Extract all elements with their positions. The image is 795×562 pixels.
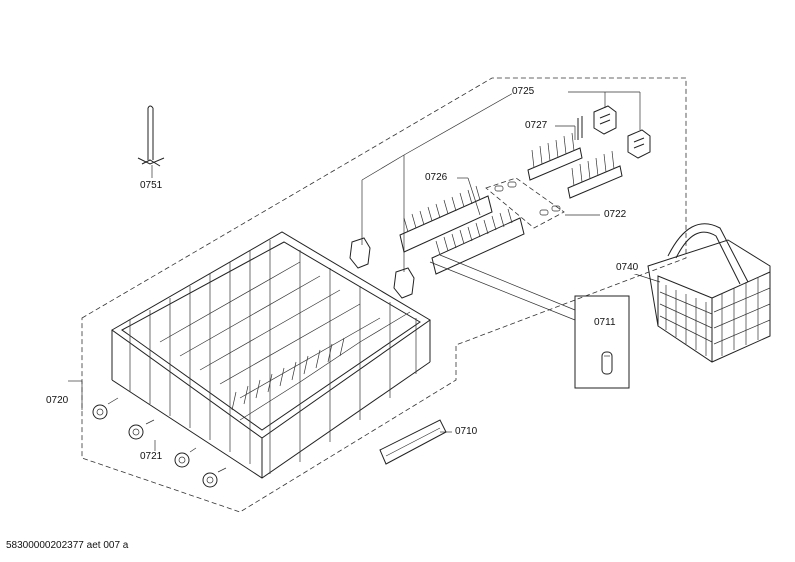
pin-part <box>137 105 165 167</box>
cutlery-basket <box>647 223 771 363</box>
part-label-0726: 0726 <box>425 172 448 184</box>
detail-box <box>574 295 630 389</box>
part-label-0722: 0722 <box>604 209 627 221</box>
clip-parts <box>349 105 651 299</box>
part-label-0710: 0710 <box>455 426 478 438</box>
part-label-0725: 0725 <box>512 86 535 98</box>
rack-tines-0727 <box>527 116 623 199</box>
part-label-0721: 0721 <box>140 451 163 463</box>
part-label-0727: 0727 <box>525 120 548 132</box>
part-label-0711: 0711 <box>594 317 616 329</box>
rack-tines-0726 <box>399 185 525 275</box>
document-id: 58300000202377 aet 007 a <box>6 540 129 551</box>
lower-rack <box>111 231 431 479</box>
assembly-outline <box>81 77 687 513</box>
wheels-0721 <box>92 397 227 488</box>
handle-strip <box>379 419 447 465</box>
part-label-0740: 0740 <box>616 262 639 274</box>
small-clips-0722 <box>485 177 565 229</box>
part-label-0720: 0720 <box>46 395 69 407</box>
part-label-0751: 0751 <box>140 180 163 192</box>
detail-part <box>601 351 613 375</box>
leader-lines <box>68 91 661 462</box>
